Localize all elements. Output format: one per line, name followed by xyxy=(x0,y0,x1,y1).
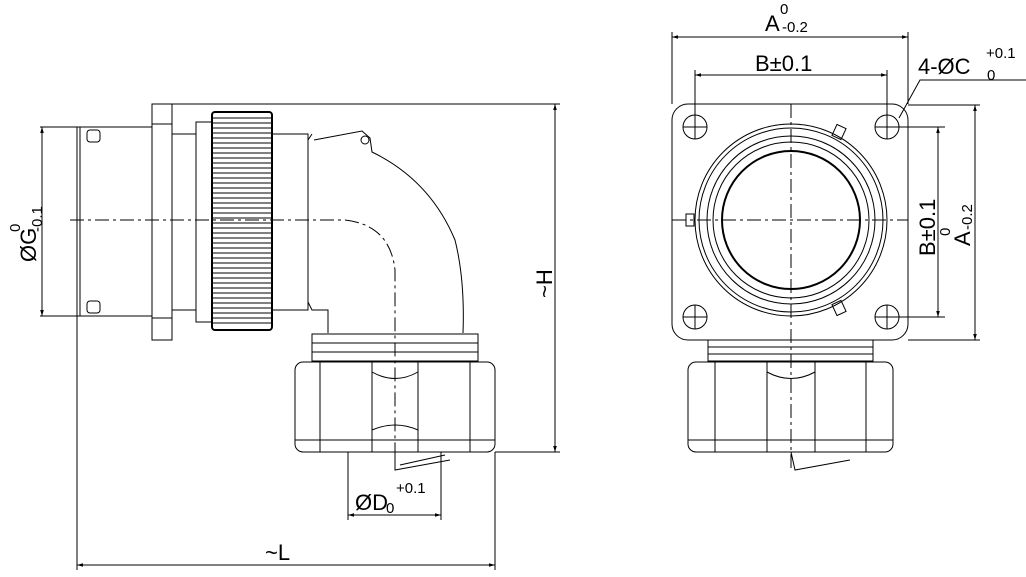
front-view xyxy=(671,103,909,471)
front-coupling-nut xyxy=(687,361,894,453)
flange xyxy=(151,103,173,341)
coupling-nut xyxy=(294,361,496,453)
thread-ring xyxy=(311,333,479,362)
elbow-outer xyxy=(313,130,464,334)
dim-L-label: ~L xyxy=(265,540,290,565)
side-view xyxy=(70,103,496,471)
dim-B-top-label: B±0.1 xyxy=(755,51,812,76)
svg-text:0: 0 xyxy=(7,224,24,232)
svg-text:0: 0 xyxy=(987,67,995,84)
front-shell xyxy=(76,126,153,317)
dim-B-side-label: B±0.1 xyxy=(915,199,940,256)
svg-text:0: 0 xyxy=(937,228,954,236)
svg-text:A: A xyxy=(765,11,780,36)
dim-A-side-label: A 0 -0.2 xyxy=(937,204,976,246)
knurled-nut xyxy=(211,111,273,331)
svg-text:+0.1: +0.1 xyxy=(986,45,1016,62)
svg-text:-0.1: -0.1 xyxy=(29,206,46,232)
centerline xyxy=(70,219,396,470)
svg-text:ØD: ØD xyxy=(355,490,388,515)
dim-C-label: 4-ØC +0.1 0 xyxy=(918,45,1016,84)
svg-text:A: A xyxy=(950,231,975,246)
key-top xyxy=(86,129,101,143)
key-bottom xyxy=(86,300,101,314)
lug-hole xyxy=(360,135,370,145)
dim-A-top-label: A 0 -0.2 xyxy=(765,1,808,36)
svg-text:4-ØC: 4-ØC xyxy=(918,54,971,79)
svg-text:+0.1: +0.1 xyxy=(396,480,426,497)
dim-D-label: ØD +0.1 0 xyxy=(355,480,426,517)
svg-text:-0.2: -0.2 xyxy=(782,19,808,36)
dimensions: ØG 0 -0.1 ~H ~L ØD +0.1 0 A 0 -0.2 B±0.1… xyxy=(7,1,1026,570)
svg-text:ØG: ØG xyxy=(16,228,41,262)
svg-text:-0.2: -0.2 xyxy=(959,204,976,230)
dim-H-label: ~H xyxy=(532,269,557,298)
svg-text:0: 0 xyxy=(780,1,788,18)
dim-G-label: ØG 0 -0.1 xyxy=(7,206,46,262)
svg-text:0: 0 xyxy=(386,500,394,517)
